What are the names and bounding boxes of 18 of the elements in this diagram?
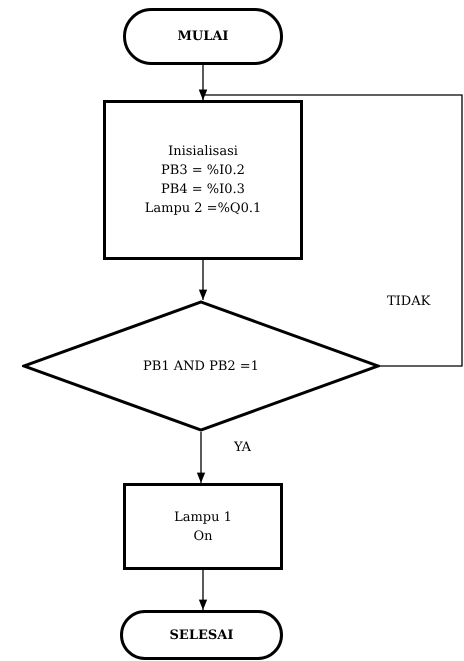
- node-text: Lampu 2 =%Q0.1: [144, 200, 262, 218]
- terminal: [123, 8, 283, 65]
- arrow: [198, 570, 208, 610]
- node-text: On: [193, 528, 213, 546]
- process-box: [123, 483, 283, 570]
- node-text: Lampu 1: [174, 508, 232, 526]
- process-box: [103, 100, 303, 260]
- node-text: PB4 = %I0.3: [161, 181, 245, 199]
- node-text: SELESAI: [170, 626, 234, 644]
- arrow: [198, 90, 463, 367]
- terminal: [120, 610, 283, 660]
- decision-diamond: [22, 300, 380, 432]
- arrow: [196, 432, 206, 483]
- node-text: PB1 AND PB2 =1: [143, 358, 259, 376]
- node-text: PB3 = %I0.2: [161, 162, 245, 180]
- node-text: Inisialisasi: [168, 143, 238, 161]
- node-text: MULAI: [177, 28, 229, 46]
- arrow: [198, 260, 208, 300]
